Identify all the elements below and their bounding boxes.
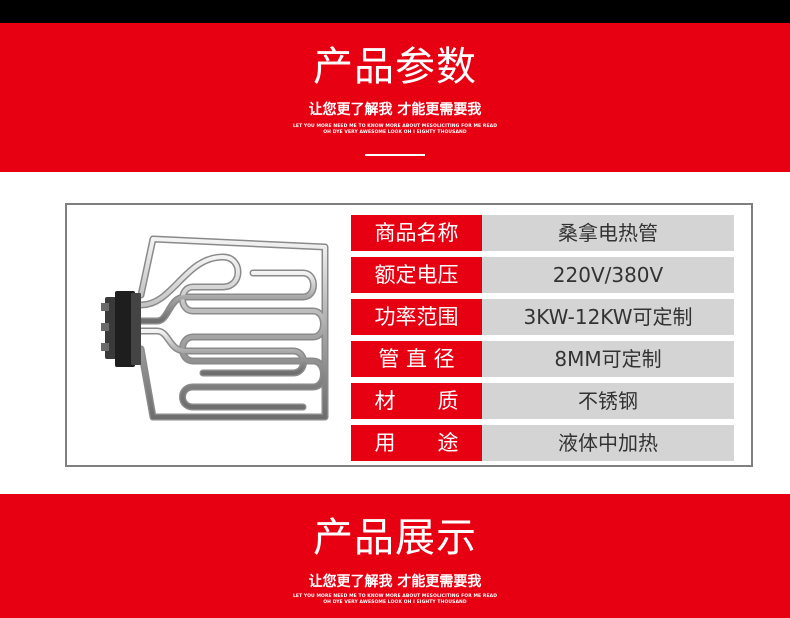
english-line-2: OH DYE VERY AWESOME LOOK OH I EIGHTY THO… <box>323 600 467 605</box>
spec-label: 管 直 径 <box>351 341 482 377</box>
spec-value: 液体中加热 <box>482 425 734 461</box>
spec-value: 不锈钢 <box>482 383 734 419</box>
title-underline <box>365 154 425 156</box>
spec-row: 管 直 径 8MM可定制 <box>351 341 734 377</box>
product-params-banner: 产品参数 让您更了解我 才能更需要我 LET YOU MORE NEED ME … <box>0 23 790 172</box>
heating-tube-image <box>101 235 329 421</box>
section-title: 产品展示 <box>313 515 477 561</box>
english-line-1: LET YOU MORE NEED ME TO KNOW MORE ABOUT … <box>292 594 498 599</box>
spec-row: 用 途 液体中加热 <box>351 425 734 461</box>
spec-label: 商品名称 <box>351 215 482 251</box>
top-black-bar <box>0 0 790 23</box>
spec-row: 材 质 不锈钢 <box>351 383 734 419</box>
spec-row: 功率范围 3KW-12KW可定制 <box>351 299 734 335</box>
section-title: 产品参数 <box>313 44 477 90</box>
spec-label: 用 途 <box>351 425 482 461</box>
english-line-2: OH DYE VERY AWESOME LOOK OH I EIGHTY THO… <box>323 130 467 135</box>
english-line-1: LET YOU MORE NEED ME TO KNOW MORE ABOUT … <box>292 124 498 129</box>
spec-row: 额定电压 220V/380V <box>351 257 734 293</box>
section-english-text: LET YOU MORE NEED ME TO KNOW MORE ABOUT … <box>245 594 545 606</box>
spec-label: 材 质 <box>351 383 482 419</box>
terminal-block <box>101 291 141 367</box>
section-subtitle: 让您更了解我 才能更需要我 <box>308 102 482 118</box>
spec-label: 功率范围 <box>351 299 482 335</box>
spec-panel: 商品名称 桑拿电热管 额定电压 220V/380V 功率范围 3KW-12KW可… <box>65 203 753 467</box>
spec-value: 220V/380V <box>482 257 734 293</box>
spec-value: 8MM可定制 <box>482 341 734 377</box>
spec-label: 额定电压 <box>351 257 482 293</box>
section-subtitle: 让您更了解我 才能更需要我 <box>308 574 482 590</box>
product-display-banner: 产品展示 让您更了解我 才能更需要我 LET YOU MORE NEED ME … <box>0 494 790 618</box>
spec-row: 商品名称 桑拿电热管 <box>351 215 734 251</box>
spec-value: 桑拿电热管 <box>482 215 734 251</box>
section-english-text: LET YOU MORE NEED ME TO KNOW MORE ABOUT … <box>245 124 545 136</box>
spec-value: 3KW-12KW可定制 <box>482 299 734 335</box>
